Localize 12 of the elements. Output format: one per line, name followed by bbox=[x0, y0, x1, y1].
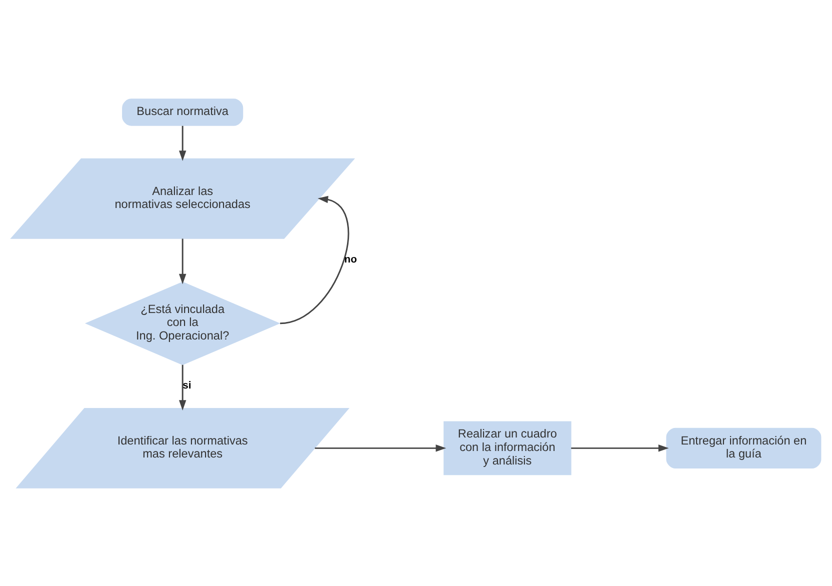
arrow bbox=[280, 195, 350, 324]
edge-label: no bbox=[344, 254, 357, 265]
arrow bbox=[178, 238, 186, 284]
node-box: Entregar información en la guía bbox=[666, 427, 822, 468]
arrow bbox=[571, 444, 669, 452]
node-box: Buscar normativa bbox=[122, 98, 244, 126]
arrow bbox=[178, 364, 186, 410]
edge-label: si bbox=[182, 380, 192, 392]
node-box: Realizar un cuadro con la información y análisis bbox=[444, 420, 572, 475]
arrow bbox=[314, 444, 446, 452]
node-diamond: ¿Está vinculada con la Ing. Operacional? bbox=[84, 281, 280, 365]
arrow bbox=[178, 125, 186, 160]
